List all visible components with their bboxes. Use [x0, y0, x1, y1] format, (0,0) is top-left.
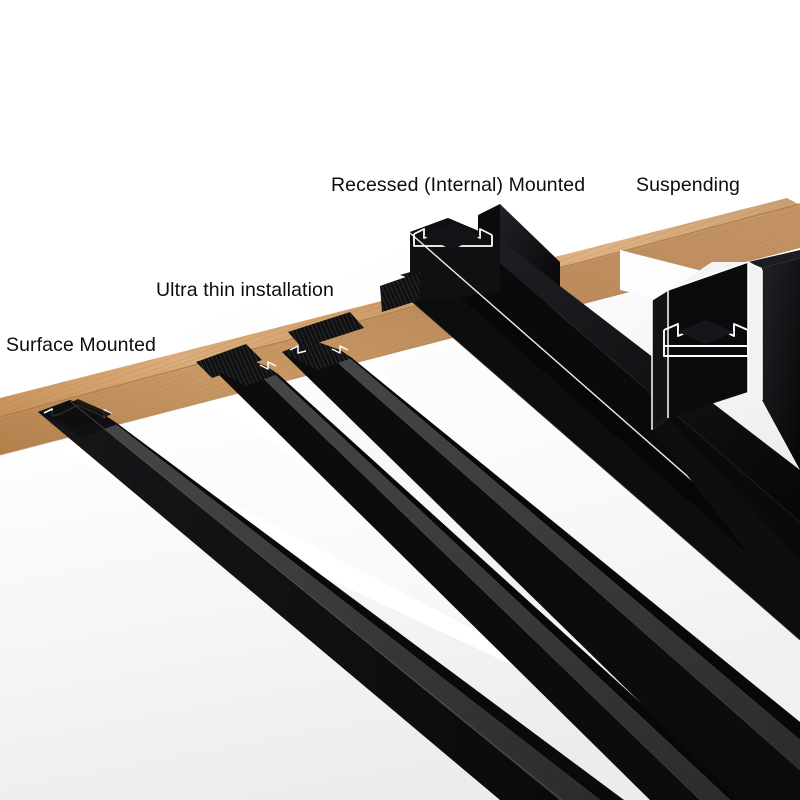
track3-top-face [312, 340, 800, 770]
track-surface-mounted [38, 399, 624, 800]
suspend-right-top [748, 250, 800, 268]
wedge-ultra-thin-b [288, 312, 364, 348]
label-recessed-internal-mounted: Recessed (Internal) Mounted [331, 174, 586, 196]
suspend-outlines [651, 261, 763, 430]
track-ultra-thin-a [212, 356, 748, 800]
track3-rail-profile [289, 345, 349, 354]
track3-right-side [340, 350, 800, 740]
track2-top-face [240, 356, 730, 800]
wedge-recessed [380, 272, 420, 312]
beam-front-grain [0, 205, 800, 455]
suspend-right-face [762, 258, 800, 470]
suspend-lower-body [652, 418, 800, 620]
track4-skirt-face [410, 286, 800, 640]
beam-recess-wedges [196, 272, 420, 378]
track3-left-side [282, 340, 800, 800]
track2-left-side [212, 356, 700, 800]
label-surface-mounted: Surface Mounted [6, 334, 157, 356]
track4-channel [424, 222, 480, 250]
suspend-channel [678, 320, 734, 344]
track1-left-side [38, 400, 560, 800]
label-suspending: Suspending [636, 174, 741, 196]
wedge-ultra-thin [196, 344, 262, 378]
beam-top-edge-line [0, 203, 800, 418]
track4-bottom-edge-line [409, 299, 800, 641]
track3-end-cap [282, 340, 352, 370]
track2-right-side [266, 366, 748, 800]
track-suspending [620, 250, 800, 620]
wooden-ceiling-beam [0, 198, 800, 456]
suspend-right-wall-outer [748, 262, 762, 400]
track4-top-face [448, 218, 800, 522]
track1-right-side [100, 412, 624, 800]
label-ultra-thin-installation: Ultra thin installation [156, 279, 334, 301]
suspend-interior-left [652, 290, 668, 430]
track-ultra-thin-b [282, 340, 800, 800]
track1-top-face [70, 400, 600, 800]
track1-highlight [69, 400, 563, 800]
